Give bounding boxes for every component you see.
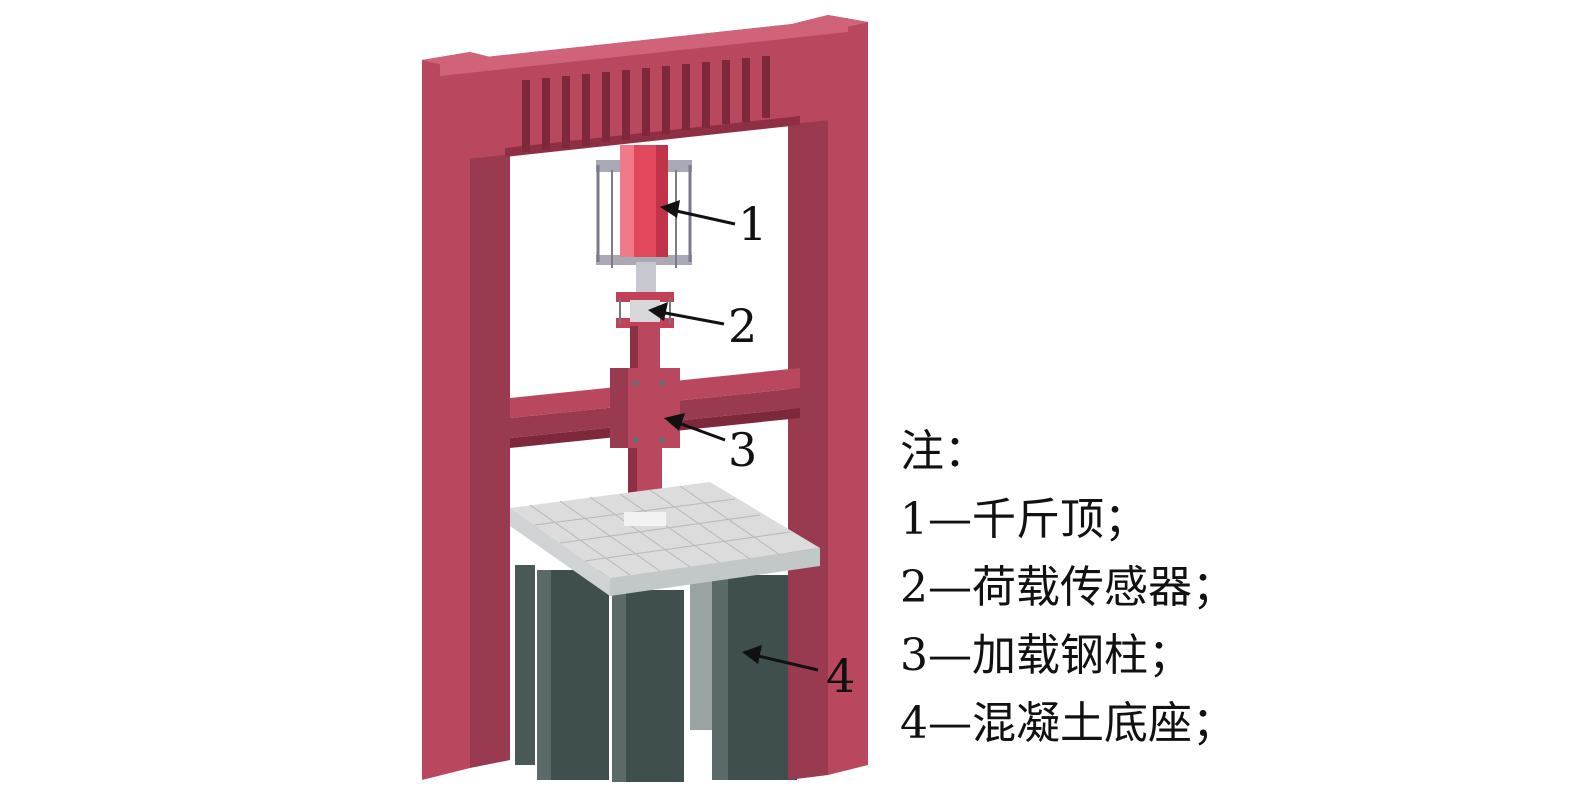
arrow-2	[659, 310, 725, 326]
frame-right-column	[788, 15, 868, 780]
callout-1: 1	[738, 197, 767, 251]
callout-3: 3	[728, 423, 757, 477]
arrow-3	[675, 420, 726, 442]
concrete-slab	[510, 482, 820, 596]
hydraulic-jack	[596, 145, 692, 294]
concrete-bases	[515, 565, 797, 782]
legend-title: 注：	[900, 426, 988, 477]
arrow-4	[753, 653, 819, 672]
loading-steel-column	[610, 326, 680, 533]
arrow-1	[671, 208, 736, 226]
frame-top-beam	[440, 18, 848, 162]
callout-arrows	[648, 200, 819, 672]
legend: 注： 1—千斤顶； 2—荷载传感器； 3—加载钢柱； 4—混凝土底座；	[900, 418, 1236, 758]
legend-item-loading-column: 3—加载钢柱；	[900, 630, 1192, 681]
callout-2: 2	[728, 299, 757, 353]
load-cell	[616, 292, 674, 328]
legend-item-load-cell: 2—荷载传感器；	[900, 562, 1236, 613]
frame-left-column	[422, 52, 510, 780]
beam-stiffeners	[522, 56, 770, 152]
legend-item-jack: 1—千斤顶；	[900, 494, 1148, 545]
legend-item-concrete-base: 4—混凝土底座；	[900, 698, 1236, 749]
callout-4: 4	[826, 649, 855, 703]
